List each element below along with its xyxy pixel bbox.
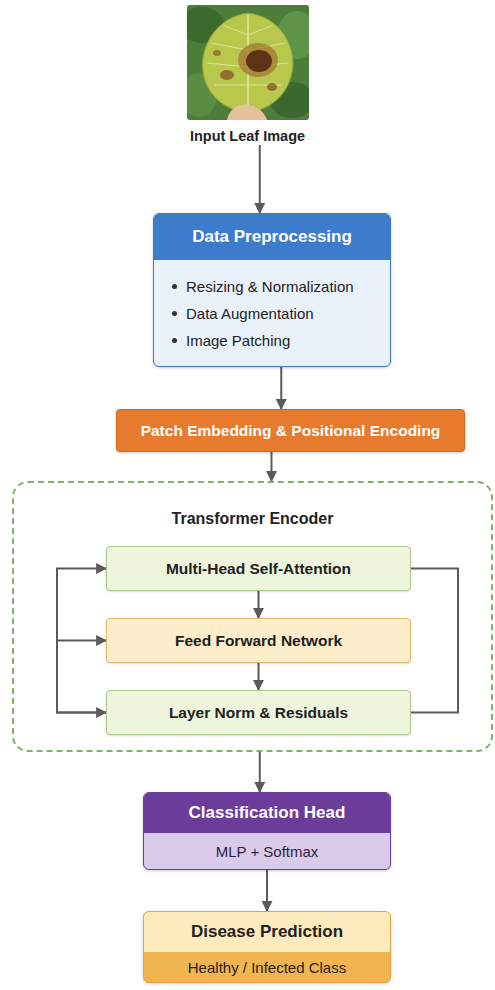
layer-text: Feed Forward Network	[175, 632, 342, 650]
box-header: Classification Head	[144, 793, 390, 833]
output-box: Disease PredictionHealthy / Infected Cla…	[143, 911, 391, 983]
bullet-dot	[172, 284, 177, 289]
flow-arrow	[411, 569, 458, 713]
flow-arrow	[259, 752, 261, 792]
box-subtitle: Healthy / Infected Class	[188, 959, 346, 976]
box-title: Classification Head	[189, 803, 346, 823]
preprocessing-box: Data PreprocessingResizing & Normalizati…	[153, 213, 391, 367]
bullet-row: Resizing & Normalization	[172, 273, 378, 300]
embedding-bar: Patch Embedding & Positional Encoding	[116, 409, 465, 452]
bullet-text: Data Augmentation	[186, 305, 314, 322]
bullet-text: Image Patching	[186, 332, 290, 349]
bullet-dot	[172, 338, 177, 343]
bullet-text: Resizing & Normalization	[186, 278, 354, 295]
flow-arrow	[280, 367, 282, 409]
box-body: Healthy / Infected Class	[144, 952, 390, 982]
bullet-row: Data Augmentation	[172, 300, 378, 327]
bullet-dot	[172, 311, 177, 316]
classifier-box: Classification HeadMLP + Softmax	[143, 792, 391, 870]
encoder-layer-box: Feed Forward Network	[106, 618, 411, 663]
box-title: Data Preprocessing	[192, 227, 352, 247]
layer-text: Multi-Head Self-Attention	[166, 560, 351, 578]
box-body: Resizing & NormalizationData Augmentatio…	[154, 260, 390, 366]
box-subtitle: MLP + Softmax	[216, 843, 319, 860]
flow-arrow	[57, 641, 106, 713]
group-title: Transformer Encoder	[14, 510, 491, 528]
encoder-layer-box: Layer Norm & Residuals	[106, 690, 411, 735]
box-header: Data Preprocessing	[154, 214, 390, 260]
leaf-photo	[187, 5, 309, 120]
box-title: Disease Prediction	[191, 922, 343, 942]
encoder-group: Transformer EncoderMulti-Head Self-Atten…	[12, 481, 493, 752]
flow-arrow	[266, 870, 268, 911]
layer-text: Layer Norm & Residuals	[169, 704, 348, 722]
encoder-layer-box: Multi-Head Self-Attention	[106, 546, 411, 591]
flow-arrow	[258, 663, 260, 690]
box-body: MLP + Softmax	[144, 833, 390, 869]
input-image-node: Input Leaf Image	[160, 5, 335, 145]
flow-arrow	[258, 591, 260, 618]
flow-arrow	[259, 145, 261, 213]
box-header: Disease Prediction	[144, 912, 390, 952]
bar-text: Patch Embedding & Positional Encoding	[141, 422, 441, 440]
image-caption: Input Leaf Image	[160, 127, 335, 145]
flow-arrow	[57, 569, 106, 713]
flow-arrow	[271, 452, 273, 481]
bullet-row: Image Patching	[172, 327, 378, 354]
